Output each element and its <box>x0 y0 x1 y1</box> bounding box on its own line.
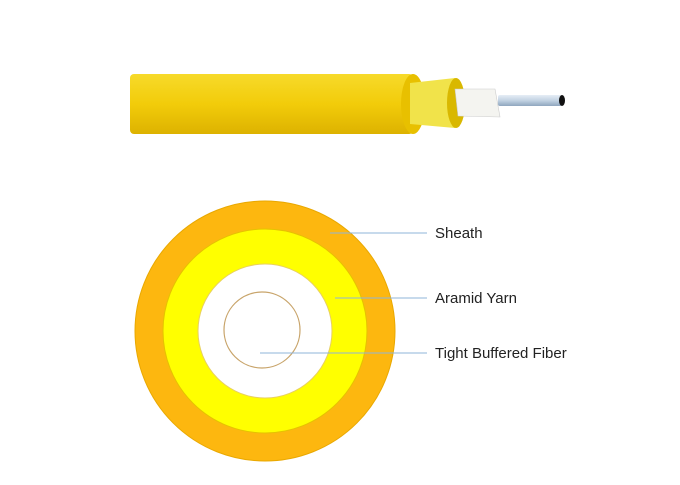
fiber-core <box>498 95 562 106</box>
aramid-yarn-label: Aramid Yarn <box>435 290 517 307</box>
cable-cross-section <box>134 200 396 462</box>
tight-buffer-section <box>454 88 501 118</box>
leader-lines <box>260 232 427 354</box>
buffer-circle <box>197 263 333 399</box>
fiber-circle <box>223 291 301 369</box>
sheath-label: Sheath <box>435 225 483 242</box>
tight-buffered-fiber-label: Tight Buffered Fiber <box>435 345 567 362</box>
cable-side-view <box>130 74 565 134</box>
cable-jacket <box>130 74 413 134</box>
aramid-yarn-section <box>410 78 455 128</box>
